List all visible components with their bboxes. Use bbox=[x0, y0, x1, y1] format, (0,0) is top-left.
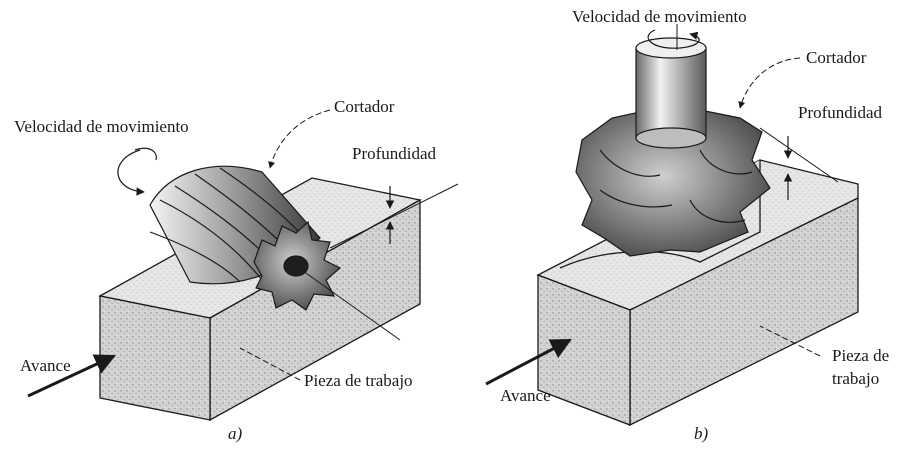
workpiece-leader-b bbox=[759, 325, 821, 357]
feed-label-a: Avance bbox=[20, 356, 71, 375]
figure-a bbox=[27, 109, 459, 422]
speed-label-b: Velocidad de movimiento bbox=[572, 7, 747, 26]
workpiece-leader-a bbox=[239, 347, 301, 381]
caption-b: b) bbox=[694, 424, 709, 443]
cutter-a bbox=[149, 165, 342, 311]
rotation-arc-a bbox=[134, 147, 157, 161]
depth-label-b: Profundidad bbox=[798, 103, 883, 122]
feed-arrow-a bbox=[27, 354, 116, 398]
cutter-leader-b bbox=[738, 57, 801, 109]
rotation-arrow-b bbox=[647, 29, 700, 49]
cutter-b bbox=[575, 37, 771, 257]
cutter-label-b: Cortador bbox=[806, 48, 867, 67]
axis-line-a bbox=[295, 265, 401, 341]
cutter-label-a: Cortador bbox=[334, 97, 395, 116]
caption-a: a) bbox=[228, 424, 243, 443]
figure-b bbox=[485, 24, 859, 427]
workpiece-label-b-line1: Pieza de bbox=[832, 346, 890, 365]
rotation-arrow-a bbox=[117, 149, 145, 196]
workpiece-label-b-line2: trabajo bbox=[832, 369, 880, 388]
depth-label-a: Profundidad bbox=[352, 144, 437, 163]
depth-line-a bbox=[329, 183, 459, 249]
cutter-leader-a bbox=[268, 109, 331, 169]
feed-label-b: Avance bbox=[500, 386, 551, 405]
depth-line-b bbox=[759, 127, 839, 183]
feed-arrow-b bbox=[485, 338, 572, 386]
workpiece-label-a: Pieza de trabajo bbox=[304, 371, 413, 390]
speed-label-a: Velocidad de movimiento bbox=[14, 117, 189, 136]
